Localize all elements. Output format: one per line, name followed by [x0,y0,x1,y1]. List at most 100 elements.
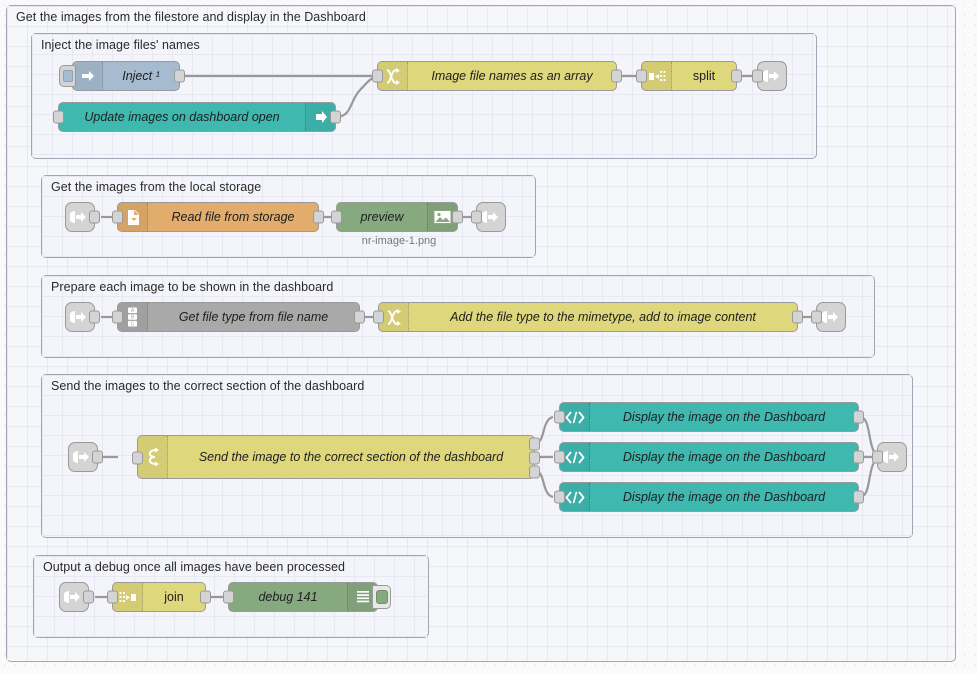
node-add-file-type-output-port[interactable] [792,310,803,324]
node-display-image-3-output-port[interactable] [853,490,864,504]
node-image-file-names-input-port[interactable] [372,69,383,83]
file-icon [118,203,148,231]
group-gridlines [32,34,816,158]
link-in-icon [70,211,86,223]
node-split-output-port[interactable] [731,69,742,83]
node-read-file[interactable]: Read file from storage [112,202,324,232]
group-inject-names[interactable]: Inject the image files' names [31,33,817,159]
group-3-label: Prepare each image to be shown in the da… [51,280,334,294]
node-split-input-port[interactable] [636,69,647,83]
node-link-in-2-output-port[interactable] [89,210,100,224]
node-link-out-3[interactable] [811,302,846,332]
node-image-file-names[interactable]: Image file names as an array [372,61,622,91]
node-get-file-type-output-port[interactable] [354,310,365,324]
node-link-out-1[interactable] [752,61,787,91]
node-get-file-type-input-port[interactable] [112,310,123,324]
node-send-image-output-port-1[interactable] [529,437,540,451]
link-out-icon [481,211,498,223]
node-join-input-port[interactable] [107,590,118,604]
link-in-icon [64,591,80,603]
node-join-label: join [164,590,184,604]
node-display-image-1-label: Display the image on the Dashboard [622,410,826,424]
debug-toggle-button[interactable] [372,585,391,609]
node-link-in-4[interactable] [68,442,103,472]
node-display-image-2[interactable]: Display the image on the Dashboard [554,442,864,472]
node-link-in-2[interactable] [65,202,100,232]
node-display-image-3[interactable]: Display the image on the Dashboard [554,482,864,512]
node-send-image-output-port-3[interactable] [529,465,540,479]
node-link-out-4[interactable] [872,442,907,472]
group-outer-label: Get the images from the filestore and di… [16,10,366,24]
split-icon [642,62,672,90]
node-display-image-3-input-port[interactable] [554,490,565,504]
link-out-icon [762,70,779,82]
node-debug-label: debug 141 [258,590,318,604]
svg-text:A: A [130,308,134,314]
node-debug-input-port[interactable] [223,590,234,604]
node-link-in-3-output-port[interactable] [89,310,100,324]
node-link-out-4-input-port[interactable] [872,450,883,464]
node-preview-label: preview [360,210,404,224]
node-link-out-1-input-port[interactable] [752,69,763,83]
function-icon [378,62,408,90]
node-preview-output-port[interactable] [452,210,463,224]
node-update-images-input-port[interactable] [53,110,64,124]
node-inject-output-port[interactable] [174,69,185,83]
group-4-label: Send the images to the correct section o… [51,379,365,393]
node-image-file-names-output-port[interactable] [611,69,622,83]
node-split-label: split [692,69,716,83]
node-join[interactable]: join [107,582,211,612]
node-join-output-port[interactable] [200,590,211,604]
node-display-image-2-input-port[interactable] [554,450,565,464]
node-send-image[interactable]: Send the image to the correct section of… [132,435,540,479]
node-preview-sublabel: nr-image-1.png [361,235,437,247]
node-link-in-5[interactable] [59,582,94,612]
node-add-file-type-input-port[interactable] [373,310,384,324]
code-tag-icon [560,403,590,431]
node-link-in-3[interactable] [65,302,100,332]
node-display-image-3-label: Display the image on the Dashboard [622,490,826,504]
inject-button-swatch [62,70,73,82]
node-add-file-type-label: Add the file type to the mimetype, add t… [450,310,756,324]
node-inject[interactable]: Inject ¹ [59,61,185,91]
join-icon [113,583,143,611]
code-tag-icon [560,443,590,471]
node-display-image-1-output-port[interactable] [853,410,864,424]
node-display-image-2-label: Display the image on the Dashboard [622,450,826,464]
node-update-images[interactable]: Update images on dashboard open [53,102,341,132]
node-get-file-type-label: Get file type from file name [178,310,329,324]
node-display-image-1-input-port[interactable] [554,410,565,424]
node-link-out-3-input-port[interactable] [811,310,822,324]
node-update-images-label: Update images on dashboard open [84,110,280,124]
inject-arrow-icon [73,62,103,90]
node-send-image-label: Send the image to the correct section of… [198,450,504,464]
node-link-in-5-output-port[interactable] [83,590,94,604]
node-link-out-2[interactable] [471,202,506,232]
inject-trigger-button[interactable] [59,65,76,87]
node-add-file-type[interactable]: Add the file type to the mimetype, add t… [373,302,803,332]
node-split[interactable]: split [636,61,742,91]
node-read-file-label: Read file from storage [171,210,295,224]
node-update-images-output-port[interactable] [330,110,341,124]
node-link-in-4-output-port[interactable] [92,450,103,464]
debug-button-swatch [375,590,388,604]
node-read-file-output-port[interactable] [313,210,324,224]
node-read-file-input-port[interactable] [112,210,123,224]
node-debug[interactable]: debug 141 [223,582,391,612]
node-preview[interactable]: preview [331,202,463,232]
node-link-out-2-input-port[interactable] [471,210,482,224]
node-image-file-names-label: Image file names as an array [431,69,593,83]
node-send-image-input-port[interactable] [132,451,143,465]
group-2-label: Get the images from the local storage [51,180,262,194]
node-get-file-type[interactable]: A B C Get file type from file name [112,302,365,332]
node-preview-input-port[interactable] [331,210,342,224]
svg-text:C: C [130,321,134,327]
link-in-icon [73,451,89,463]
node-display-image-2-output-port[interactable] [853,450,864,464]
link-out-icon [821,311,838,323]
node-display-image-1[interactable]: Display the image on the Dashboard [554,402,864,432]
code-tag-icon [560,483,590,511]
node-send-image-output-port-2[interactable] [529,451,540,465]
group-1-label: Inject the image files' names [41,38,200,52]
